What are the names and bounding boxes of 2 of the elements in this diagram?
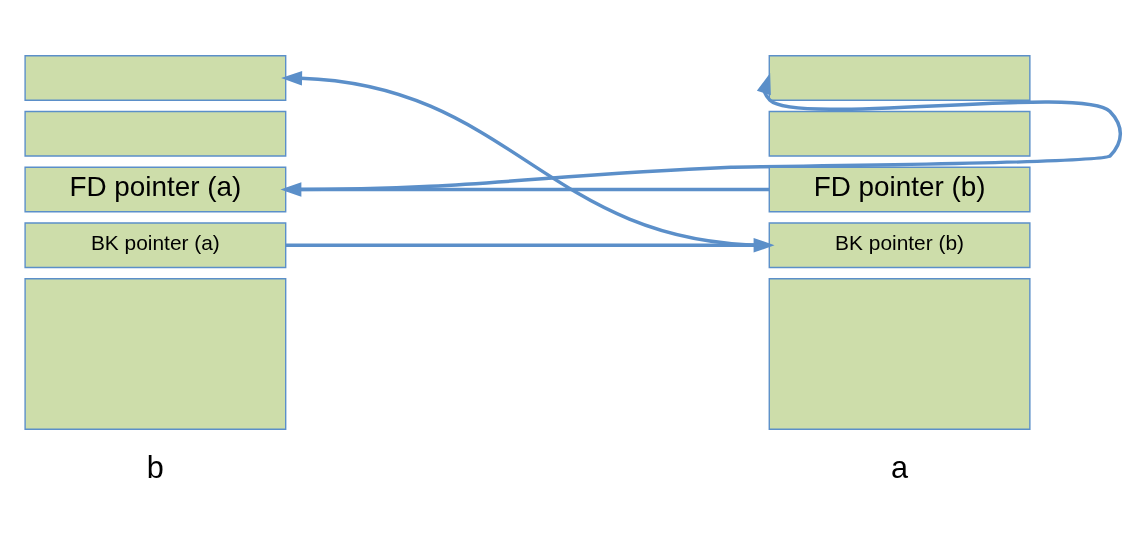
label: a <box>891 449 909 484</box>
label: b <box>146 449 164 484</box>
